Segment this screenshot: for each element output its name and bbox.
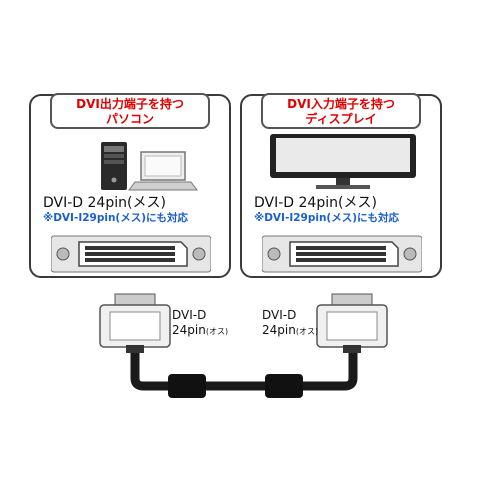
display-tag-line2: ディスプレイ	[305, 112, 377, 126]
laptop-icon	[128, 151, 198, 191]
pc-connector-title: DVI-D 24pin(メス)	[43, 195, 166, 211]
display-panel: DVI入力端子を持つ ディスプレイ DVI-D 24pin(メス) ※DVI-I…	[240, 93, 442, 278]
male-dvi-plug-right-icon	[316, 293, 388, 353]
right-plug-label: DVI-D 24pin(オス)	[262, 308, 318, 339]
male-dvi-plug-left-icon	[99, 293, 171, 353]
display-tag-line1: DVI入力端子を持つ	[287, 97, 395, 111]
ferrite-core-left	[168, 374, 206, 398]
left-plug-type: DVI-D	[172, 308, 207, 322]
pc-panel: DVI出力端子を持つ パソコン DVI-D 24pin(メス) ※DVI-I29…	[29, 93, 231, 278]
cable-line	[130, 350, 358, 391]
display-connector-title: DVI-D 24pin(メス)	[254, 195, 377, 211]
left-plug-label: DVI-D 24pin(オス)	[172, 308, 228, 339]
female-dvi-port-icon	[51, 235, 211, 273]
display-tag: DVI入力端子を持つ ディスプレイ	[261, 93, 421, 129]
tower-pc-icon	[101, 142, 127, 190]
display-connector-note: ※DVI-I29pin(メス)にも対応	[254, 212, 400, 224]
pc-tag-line2: パソコン	[105, 112, 154, 126]
pc-tag: DVI出力端子を持つ パソコン	[50, 93, 210, 129]
monitor-icon	[270, 134, 416, 189]
right-plug-type: DVI-D	[262, 308, 297, 322]
pc-tag-line1: DVI出力端子を持つ	[76, 97, 184, 111]
pc-illustration	[101, 142, 198, 191]
pc-connector-note: ※DVI-I29pin(メス)にも対応	[43, 212, 189, 224]
left-plug-pins: 24pin(オス)	[172, 323, 229, 337]
right-plug-pins: 24pin(オス)	[262, 323, 319, 337]
ferrite-core-right	[265, 374, 303, 398]
female-dvi-port-icon	[262, 235, 422, 273]
